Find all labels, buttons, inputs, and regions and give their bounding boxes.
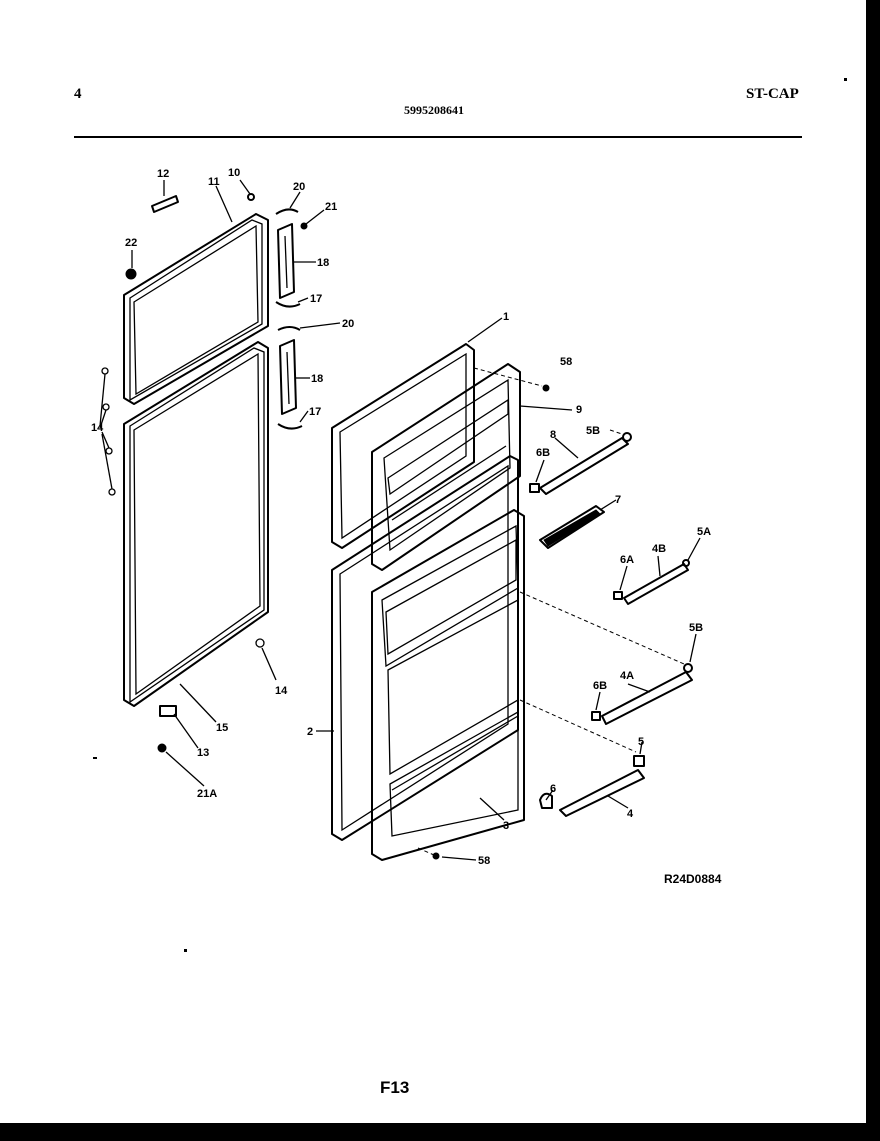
- part-58-screw-upper: [542, 384, 550, 392]
- part-3-liner-lower: [371, 509, 525, 861]
- callout-15: 15: [216, 722, 228, 734]
- callout-1: 1: [503, 311, 509, 323]
- leader-lines: [131, 179, 701, 861]
- part-5B-end-upper: [622, 432, 632, 442]
- part-5-end: [633, 755, 645, 767]
- part-8-shelf-rail: [539, 437, 629, 495]
- callout-18-lower: 18: [311, 373, 323, 385]
- callout-22: 22: [125, 237, 137, 249]
- part-4A-shelf-rail: [601, 671, 693, 725]
- figure-id: F13: [380, 1078, 410, 1097]
- drawing-reference: R24D0884: [664, 872, 722, 886]
- part-5B-end-lower: [683, 663, 693, 673]
- callout-58-upper: 58: [560, 356, 572, 368]
- header-rule: [74, 136, 802, 138]
- callout-6B-lower: 6B: [593, 680, 607, 692]
- part-17-trim-upper: [275, 301, 301, 308]
- upper-door-panel: [123, 213, 269, 405]
- callout-4: 4: [627, 808, 634, 820]
- callout-6: 6: [550, 783, 556, 795]
- part-6B-cap-upper: [529, 483, 540, 493]
- part-6B-cap-lower: [591, 711, 601, 721]
- part-14-screw-lower: [255, 638, 265, 648]
- callout-14-left: 14: [91, 422, 104, 434]
- part-17-trim-lower: [277, 423, 303, 430]
- part-21-screw: [300, 222, 308, 230]
- part-1-gasket-upper: [331, 343, 475, 549]
- part-21A-screw: [157, 743, 167, 753]
- callout-17-upper: 17: [310, 293, 322, 305]
- part-20-trim-upper: [275, 208, 299, 215]
- part-18-handle-upper: [277, 223, 295, 299]
- page-number: 4: [74, 86, 82, 102]
- callout-6A: 6A: [620, 554, 634, 566]
- callout-20-lower: 20: [342, 318, 354, 330]
- scan-border-bottom: [0, 1123, 880, 1141]
- callout-3: 3: [503, 820, 509, 832]
- callout-18-upper: 18: [317, 257, 329, 269]
- callout-21: 21: [325, 201, 337, 213]
- callout-2: 2: [307, 726, 313, 738]
- callout-4A: 4A: [620, 670, 634, 682]
- part-20-trim-lower: [277, 326, 301, 331]
- callout-13: 13: [197, 747, 209, 759]
- callout-58-lower: 58: [478, 855, 490, 867]
- part-2-gasket-lower: [331, 455, 519, 841]
- callout-7: 7: [615, 494, 621, 506]
- callout-6B-upper: 6B: [536, 447, 550, 459]
- part-13-hinge: [159, 705, 177, 717]
- part-14-screws: [99, 367, 116, 496]
- scan-border-right: [866, 0, 880, 1141]
- callout-17-lower: 17: [309, 406, 321, 418]
- lower-door-panel: [123, 341, 269, 707]
- callout-9: 9: [576, 404, 582, 416]
- part-22-plug: [125, 268, 137, 280]
- part-4B-shelf-rail: [623, 563, 689, 605]
- part-10-screw: [247, 193, 255, 201]
- callout-5B-lower: 5B: [689, 622, 703, 634]
- part-6-clip: [539, 792, 553, 809]
- callout-5B-upper: 5B: [586, 425, 600, 437]
- part-9-liner-upper: [371, 363, 521, 571]
- part-58-screw-lower: [432, 852, 440, 860]
- part-5A-end: [682, 559, 690, 567]
- callout-4B: 4B: [652, 543, 666, 555]
- callout-12: 12: [157, 168, 169, 180]
- callout-20-upper: 20: [293, 181, 305, 193]
- callout-21A: 21A: [197, 788, 217, 800]
- part-7-vent-grille: [539, 505, 605, 549]
- part-18-handle-lower: [279, 339, 297, 415]
- model-code: ST-CAP: [746, 86, 799, 102]
- callout-10: 10: [228, 167, 240, 179]
- callout-11: 11: [208, 176, 220, 188]
- part-4-shelf-rail: [559, 769, 645, 817]
- document-code: 5995208641: [404, 103, 464, 117]
- callout-14-lower: 14: [275, 685, 288, 697]
- callout-5A: 5A: [697, 526, 711, 538]
- part-12-cap: [151, 195, 179, 213]
- callout-5: 5: [638, 736, 644, 748]
- callout-8: 8: [550, 429, 556, 441]
- part-6A-cap: [613, 591, 623, 600]
